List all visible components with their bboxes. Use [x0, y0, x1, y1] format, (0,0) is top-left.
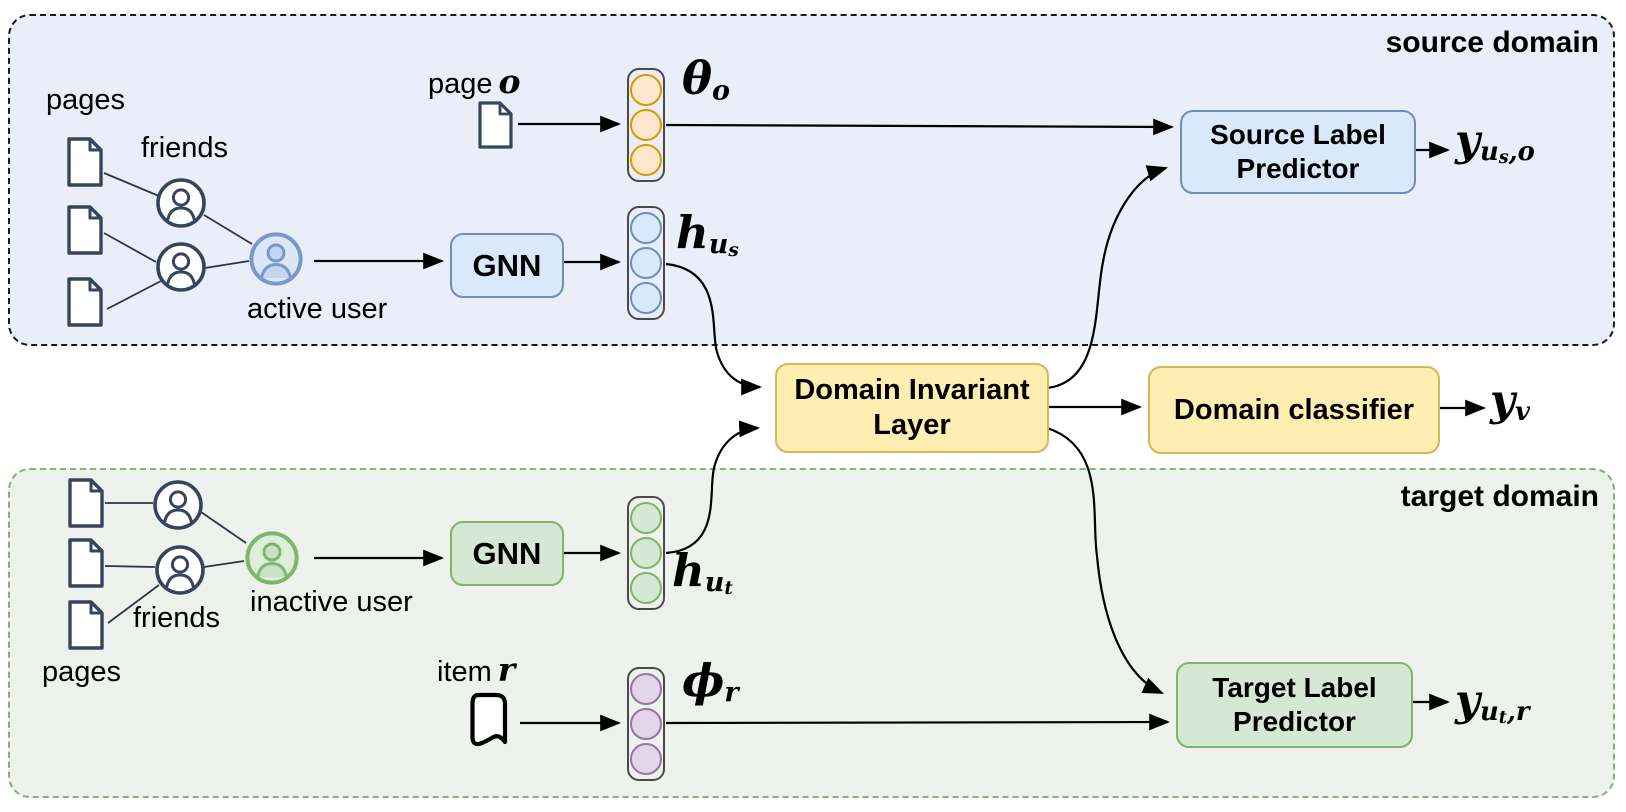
h-ut-symbol: hut [672, 544, 733, 600]
phi-r-symbol: ϕr [682, 654, 739, 709]
embedding-cell [630, 743, 662, 775]
embedding-cell [630, 144, 662, 176]
inactive-user-label: inactive user [250, 586, 413, 618]
embedding-cell [630, 109, 662, 141]
domain-classifier-box: Domain classifier [1148, 366, 1440, 454]
embedding-cell [630, 708, 662, 740]
page-icon [68, 538, 104, 588]
h-ut-embedding-vector [627, 496, 665, 610]
inactive-user-icon [245, 531, 299, 585]
theta-o-symbol: θo [682, 52, 731, 107]
page-icon [67, 205, 103, 255]
source-friends-label: friends [141, 132, 229, 164]
arrow-dil-to-target-predictor [1046, 426, 1164, 695]
target-pages-label: pages [42, 656, 122, 688]
target-label-predictor-box: Target Label Predictor [1176, 662, 1413, 748]
page-icon [68, 600, 104, 650]
page-icon [67, 277, 103, 327]
y-us-o-output-symbol: yus,o [1455, 116, 1535, 168]
y-v-output-symbol: yv [1490, 376, 1530, 428]
theta-o-embedding-vector [627, 68, 665, 182]
flow-arrows [314, 115, 1487, 732]
item-bookmark-icon [470, 692, 508, 747]
source-label-predictor-box: Source Label Predictor [1180, 110, 1416, 194]
source-gnn-box: GNN [450, 233, 564, 298]
source-domain-label: source domain [1385, 26, 1599, 59]
page-icon [67, 137, 103, 187]
embedding-cell [630, 247, 662, 279]
h-us-embedding-vector [627, 206, 665, 320]
page-icon [68, 478, 104, 528]
target-graph-edges [104, 502, 247, 624]
embedding-cell [630, 74, 662, 106]
friend-user-icon [155, 545, 205, 595]
embedding-cell [630, 502, 662, 534]
h-us-symbol: hus [676, 206, 739, 262]
friend-user-icon [153, 480, 203, 530]
friend-user-icon [156, 178, 206, 228]
arrow-theta-to-source-predictor [665, 118, 1175, 136]
embedding-cell [630, 282, 662, 314]
arrow-dil-to-source-predictor [1046, 165, 1169, 390]
domain-invariant-layer-box: Domain Invariant Layer [775, 363, 1049, 453]
source-pages-label: pages [46, 84, 126, 116]
page-o-icon [478, 101, 513, 149]
embedding-cell [630, 673, 662, 705]
target-gnn-box: GNN [450, 521, 564, 586]
embedding-cell [630, 537, 662, 569]
source-graph-edges [103, 172, 253, 310]
y-ut-r-output-symbol: yut,r [1455, 676, 1530, 728]
arrow-phi-to-target-predictor [665, 713, 1171, 731]
active-user-label: active user [247, 293, 388, 325]
arrow-hut-to-dil [665, 420, 761, 555]
friend-user-icon [156, 242, 206, 292]
target-friends-label: friends [133, 602, 221, 634]
phi-r-embedding-vector [627, 667, 665, 781]
embedding-cell [630, 572, 662, 604]
embedding-cell [630, 212, 662, 244]
target-domain-label: target domain [1400, 480, 1599, 513]
active-user-icon [249, 232, 303, 286]
arrow-hus-to-dil [665, 262, 763, 396]
